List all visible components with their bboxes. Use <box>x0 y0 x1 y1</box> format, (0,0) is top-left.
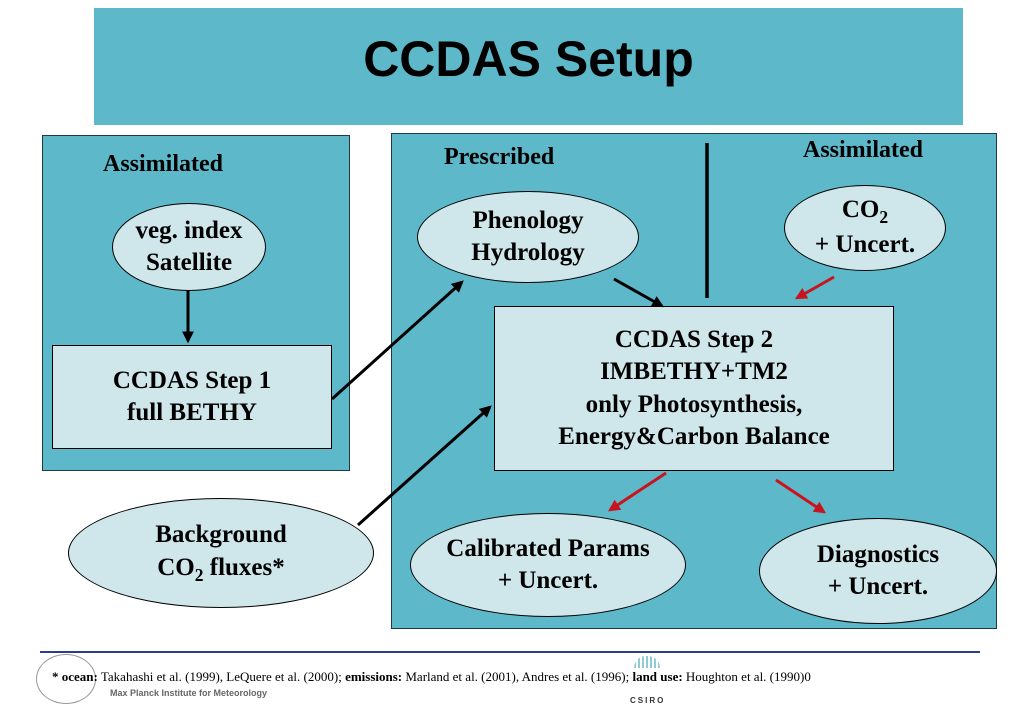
veg-ellipse-line-1: veg. index <box>135 216 243 244</box>
co2-text: CO <box>841 196 880 224</box>
footnote-emissions-text: Marland et al. (2001), Andres et al. (19… <box>402 669 633 684</box>
page-title: CCDAS Setup <box>363 31 694 87</box>
background-co2-text: CO <box>157 553 195 581</box>
background-line-1: Background <box>155 521 287 549</box>
csiro-logo <box>634 656 660 668</box>
veg-index-ellipse: veg. index Satellite <box>112 203 266 291</box>
footnote-landuse-text: Houghton et al. (1990)0 <box>682 669 811 684</box>
calibrated-params-ellipse: Calibrated Params + Uncert. <box>410 513 686 617</box>
title-banner <box>94 8 963 125</box>
co2-line-1: CO2 <box>842 194 888 229</box>
footnote-star: * <box>52 669 59 684</box>
max-planck-logo-text: Max Planck Institute for Meteorology <box>110 688 268 698</box>
max-planck-logo <box>36 654 96 704</box>
footnote-emissions-label: emissions: <box>345 669 403 684</box>
footer-rule <box>40 651 980 653</box>
phenology-line-2: Hydrology <box>471 239 585 266</box>
ccdas-step1-box: CCDAS Step 1 full BETHY <box>52 345 332 449</box>
phenology-hydrology-ellipse: Phenology Hydrology <box>417 191 639 283</box>
footnote-ocean-label: ocean: <box>61 669 98 684</box>
calibrated-line-1: Calibrated Params <box>446 534 650 562</box>
step2-line-3: only Photosynthesis, <box>585 390 803 418</box>
background-line-2: CO2 fluxes* <box>157 552 285 587</box>
right-assimilated-heading: Assimilated <box>803 137 923 163</box>
footnote-ocean-text: Takahashi et al. (1999), LeQuere et al. … <box>97 669 346 684</box>
prescribed-heading: Prescribed <box>444 144 555 170</box>
background-fluxes-ellipse: Background CO2 fluxes* <box>68 498 374 608</box>
references-footnote: * ocean: Takahashi et al. (1999), LeQuer… <box>52 669 811 685</box>
phenology-line-1: Phenology <box>472 206 584 234</box>
diagnostics-ellipse: Diagnostics + Uncert. <box>759 518 997 624</box>
veg-ellipse-line-2: Satellite <box>145 249 233 276</box>
step1-line-2: full BETHY <box>127 399 257 426</box>
diagnostics-line-1: Diagnostics <box>816 540 940 568</box>
background-co2-subscript: 2 <box>194 564 204 585</box>
co2-uncert-ellipse: CO2 + Uncert. <box>784 185 946 271</box>
background-fluxes-text: fluxes* <box>203 553 285 581</box>
step2-line-2: IMBETHY+TM2 <box>600 358 788 385</box>
co2-subscript: 2 <box>879 207 889 228</box>
left-assimilated-heading: Assimilated <box>103 151 223 177</box>
ccdas-step2-box: CCDAS Step 2 IMBETHY+TM2 only Photosynth… <box>494 306 894 471</box>
csiro-logo-text: CSIRO <box>630 696 666 705</box>
step2-line-4: Energy&Carbon Balance <box>558 423 830 450</box>
step2-line-1: CCDAS Step 2 <box>614 325 774 353</box>
footnote-landuse-label: land use: <box>632 669 683 684</box>
co2-line-2: + Uncert. <box>814 231 916 259</box>
diagnostics-line-2: + Uncert. <box>827 573 929 600</box>
calibrated-line-2: + Uncert. <box>497 567 599 594</box>
step1-line-1: CCDAS Step 1 <box>112 366 272 394</box>
